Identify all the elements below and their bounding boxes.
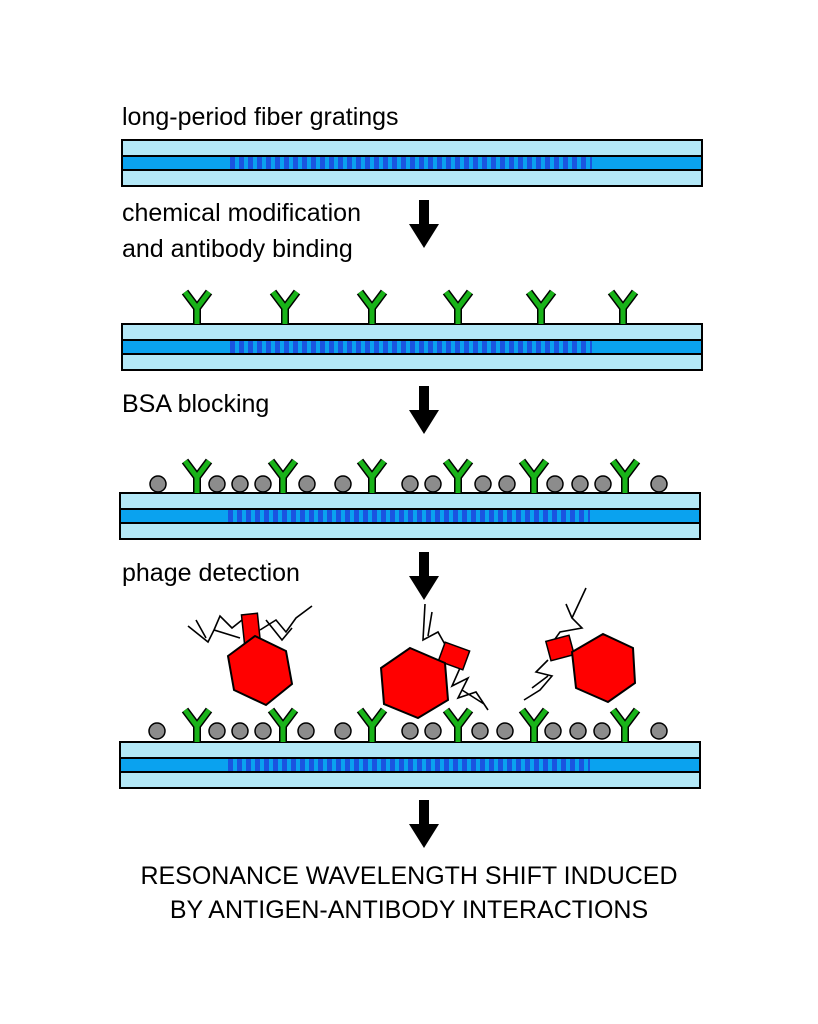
fiber-2	[121, 323, 703, 371]
fiber-3	[119, 492, 701, 540]
bsa-step3	[149, 475, 668, 493]
phage-3	[523, 587, 637, 704]
arrow-3	[409, 552, 439, 600]
bsa-step4	[148, 722, 668, 740]
phage-2	[379, 603, 489, 720]
conclusion-line-2: BY ANTIGEN-ANTIBODY INTERACTIONS	[169, 896, 649, 924]
label-long-period-fiber-gratings: long-period fiber gratings	[122, 103, 399, 131]
label-phage-detection: phage detection	[122, 559, 300, 587]
label-bsa-blocking: BSA blocking	[122, 390, 270, 418]
fiber-1	[121, 139, 703, 187]
label-chemical-modification: chemical modification	[122, 199, 361, 227]
fiber-4	[119, 741, 701, 789]
conclusion-line-1: RESONANCE WAVELENGTH SHIFT INDUCED	[140, 862, 678, 890]
label-antibody-binding: and antibody binding	[122, 235, 353, 263]
arrow-2	[409, 386, 439, 434]
phage-1	[187, 605, 313, 707]
arrow-4	[409, 800, 439, 848]
antibodies-step2	[185, 292, 635, 324]
arrow-1	[409, 200, 439, 248]
